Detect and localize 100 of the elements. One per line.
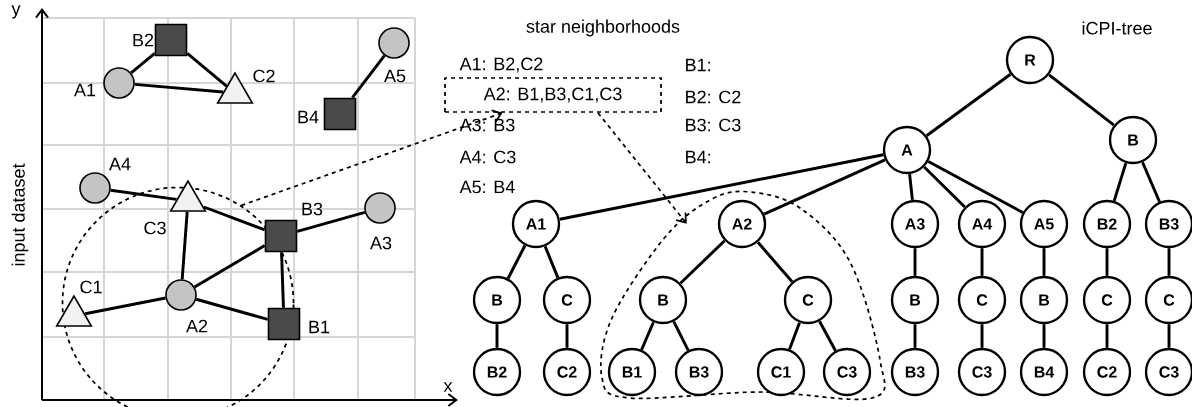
edge-line bbox=[186, 52, 228, 88]
edge-line bbox=[1105, 248, 1109, 276]
tree-node: B3 bbox=[890, 347, 940, 397]
edge-line bbox=[1167, 248, 1171, 276]
tree-node: B3 bbox=[674, 347, 724, 397]
tree-node: B2 bbox=[472, 347, 522, 397]
tree-node: B bbox=[1108, 115, 1158, 165]
point-label: A5 bbox=[384, 69, 406, 83]
square-marker bbox=[323, 97, 357, 131]
tree-node: C bbox=[783, 275, 833, 325]
edge-line bbox=[280, 252, 285, 308]
edge-line bbox=[195, 297, 269, 321]
edge-line bbox=[908, 173, 914, 201]
tree-node: A5 bbox=[1019, 199, 1069, 249]
edge-line bbox=[543, 245, 560, 279]
circle-marker bbox=[165, 279, 197, 311]
edge-line bbox=[559, 153, 884, 221]
tree-node: C1 bbox=[756, 347, 806, 397]
edge-line bbox=[913, 324, 917, 348]
square-marker bbox=[267, 307, 301, 341]
edge-line bbox=[788, 322, 801, 350]
dashed-outline bbox=[599, 190, 886, 401]
edge-line bbox=[927, 160, 1024, 214]
neighborhood-entry: A1: B2,C2 bbox=[459, 57, 543, 73]
point-label: C1 bbox=[80, 280, 102, 294]
point-label: B2 bbox=[133, 33, 154, 47]
edge-line bbox=[193, 244, 266, 289]
point-label: C3 bbox=[144, 221, 166, 235]
edge-line bbox=[679, 239, 726, 285]
tree-node: A3 bbox=[890, 199, 940, 249]
dashed-arrow bbox=[597, 112, 687, 224]
edge-line bbox=[756, 241, 794, 283]
tree-node: A4 bbox=[957, 199, 1007, 249]
edge-line bbox=[130, 52, 156, 75]
tree-node: C bbox=[542, 275, 592, 325]
tree-node: B3 bbox=[1144, 199, 1192, 249]
neighborhood-entry: B4: bbox=[686, 150, 710, 164]
edge-line bbox=[980, 324, 984, 348]
tree-node: C bbox=[957, 275, 1007, 325]
edge-line bbox=[1112, 162, 1128, 202]
tree-node: B bbox=[638, 275, 688, 325]
tree-node: C2 bbox=[542, 347, 592, 397]
tree-heading: iCPI-tree bbox=[1082, 21, 1152, 35]
neighborhood-entry: B1: bbox=[686, 58, 710, 72]
tree-node: B bbox=[472, 275, 522, 325]
circle-marker bbox=[103, 67, 135, 99]
point-label: B1 bbox=[309, 320, 330, 334]
tree-node: B1 bbox=[607, 347, 657, 397]
point-label: A4 bbox=[109, 157, 131, 171]
circle-marker bbox=[79, 172, 111, 204]
neighborhood-entry: A4: C3 bbox=[459, 150, 516, 164]
neighborhood-box: A2: B1,B3,C1,C3 bbox=[444, 77, 662, 113]
node-label: C1 bbox=[771, 366, 791, 378]
edge-line bbox=[923, 165, 966, 209]
square-marker bbox=[154, 23, 188, 57]
edge-line bbox=[640, 321, 655, 351]
point-label: B3 bbox=[302, 202, 323, 216]
edge-line bbox=[1042, 248, 1046, 276]
tree-node: B bbox=[890, 275, 940, 325]
tree-node: C bbox=[1144, 275, 1192, 325]
edge-line bbox=[180, 211, 189, 280]
tree-node: C3 bbox=[822, 347, 872, 397]
point-label: A3 bbox=[370, 236, 392, 250]
edge-line bbox=[913, 248, 917, 276]
edge-line bbox=[203, 205, 266, 232]
edge-line bbox=[672, 321, 690, 351]
neighborhood-entry: B3: C3 bbox=[686, 118, 741, 132]
circle-marker bbox=[364, 192, 396, 224]
tree-node: A2 bbox=[717, 199, 767, 249]
tree-node: R bbox=[1005, 35, 1055, 85]
neighborhood-entry: A5: B4 bbox=[459, 180, 515, 194]
edge-line bbox=[1167, 324, 1171, 348]
tree-node: C bbox=[1082, 275, 1132, 325]
axis-label: x bbox=[443, 382, 453, 392]
edge-line bbox=[980, 248, 984, 276]
tree-node: A1 bbox=[511, 199, 561, 249]
point-label: A2 bbox=[186, 319, 208, 333]
point-label: A1 bbox=[74, 83, 96, 97]
axis-label: y bbox=[11, 5, 21, 19]
edge-line bbox=[818, 320, 837, 352]
tree-node: B2 bbox=[1082, 199, 1132, 249]
edge-line bbox=[495, 324, 499, 348]
edge-line bbox=[84, 296, 166, 316]
tree-node: B4 bbox=[1019, 347, 1069, 397]
edge-line bbox=[1042, 324, 1046, 348]
edge-line bbox=[565, 324, 569, 348]
neighborhood-entry: B2: C2 bbox=[686, 90, 741, 104]
tree-node: A bbox=[882, 125, 932, 175]
dashed-arrow bbox=[240, 109, 503, 207]
axis-title: input dataset bbox=[11, 163, 29, 266]
neighborhood-entry: A3: B3 bbox=[459, 118, 515, 132]
tree-node: C2 bbox=[1082, 347, 1132, 397]
square-marker bbox=[264, 219, 298, 253]
edge-line bbox=[1048, 73, 1115, 127]
edge-line bbox=[925, 73, 1012, 137]
tree-node: C3 bbox=[1144, 347, 1192, 397]
edge-line bbox=[134, 82, 224, 94]
point-label: B4 bbox=[298, 110, 319, 124]
circle-marker bbox=[378, 27, 410, 59]
edge-line bbox=[506, 244, 527, 280]
